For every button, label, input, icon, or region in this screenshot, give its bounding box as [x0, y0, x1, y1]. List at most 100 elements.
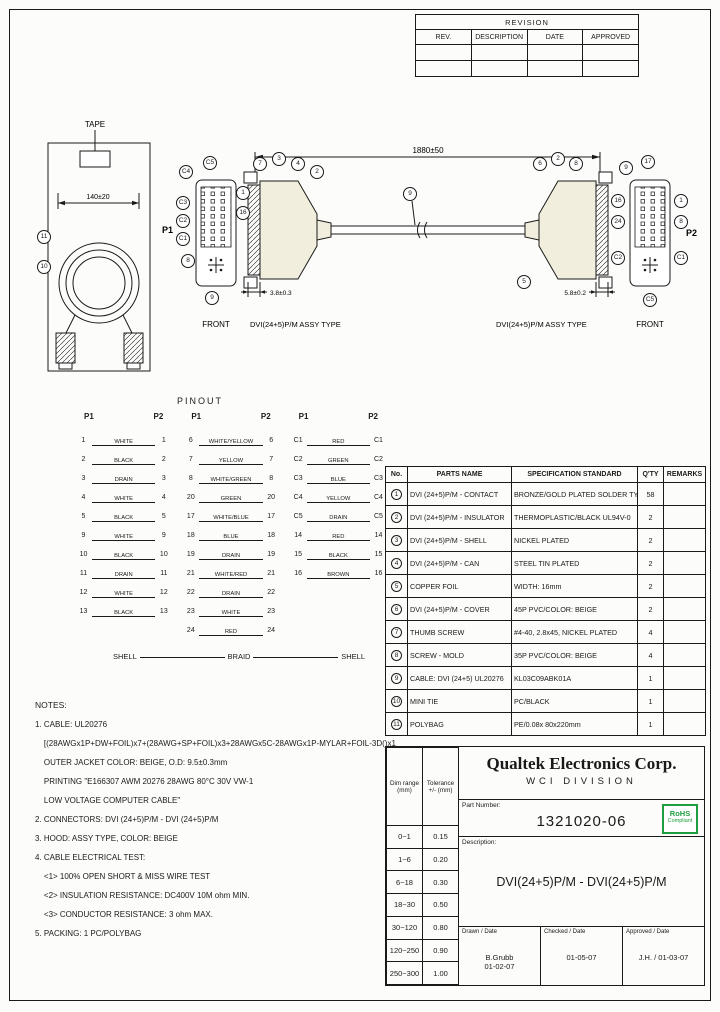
part-qty: 2	[637, 528, 664, 552]
pinout-group-2: P1 P2 6 WHITE/YELLOW 6 7 YELLOW	[182, 412, 279, 636]
tolerance-table: Dim range (mm) Tolerance +/- (mm) 0~1 0.…	[386, 747, 459, 985]
p2-pin: C1	[374, 437, 383, 444]
assy-type-label-left: DVI(24+5)P/M ASSY TYPE	[250, 320, 341, 329]
pinout-row: 6 WHITE/YELLOW 6	[182, 427, 279, 446]
title-block-right: Qualtek Electronics Corp. WCI DIVISION P…	[459, 747, 704, 985]
p1-pin: 10	[79, 551, 88, 558]
wire-color-label: RED	[224, 629, 238, 635]
pinout-row: 1 WHITE 1	[75, 427, 172, 446]
note-line: [(28AWGx1P+DW+FOIL)x7+(28AWG+SP+FOIL)x3+…	[35, 739, 396, 748]
p1-pin: 20	[186, 494, 195, 501]
notes-section: NOTES: 1. CABLE: UL20276 [(28AWGx1P+DW+F…	[35, 700, 396, 943]
part-remarks	[663, 482, 706, 506]
assy-type-label-right: DVI(24+5)P/M ASSY TYPE	[496, 320, 587, 329]
callout-17: 17	[641, 155, 655, 169]
wire-color-label: WHITE	[114, 534, 133, 540]
pinout-group-1: P1 P2 1 WHITE 1 2 BLACK	[75, 412, 172, 636]
tolerance-range: 30~120	[386, 915, 423, 940]
part-no-circle: 5	[391, 580, 402, 592]
wire-color-label: DRAIN	[114, 572, 133, 578]
part-no: 7	[385, 620, 408, 644]
tolerance-value: 0.30	[422, 870, 459, 895]
pinout-section: PINOUT P1 P2 1 WHITE 1	[75, 396, 387, 661]
callout-1: 1	[236, 186, 250, 200]
wire-color-label: WHITE	[114, 591, 133, 597]
callout-16: 16	[236, 206, 250, 220]
revision-header-date: DATE	[526, 29, 584, 45]
wire-line: BLACK	[92, 548, 156, 560]
drawn-date: 01-02-07	[484, 961, 515, 971]
p1-pin: 5	[81, 513, 86, 520]
shell-label-left: SHELL	[113, 652, 137, 661]
wire-color-label: YELLOW	[218, 458, 244, 464]
wire-color-label: WHITE	[114, 496, 133, 502]
part-no-circle: 11	[391, 718, 402, 730]
part-number-value: 1321020-06	[536, 812, 627, 830]
p2-pin: C3	[374, 475, 383, 482]
p1-column-label: P1	[191, 412, 202, 421]
company-name: Qualtek Electronics Corp.	[486, 754, 677, 773]
pinout-row: 22 DRAIN 22	[182, 579, 279, 598]
wire-color-label: RED	[332, 439, 345, 445]
wire-color-label: BROWN	[327, 572, 350, 578]
shell-label-right: SHELL	[341, 652, 366, 661]
wire-line: DRAIN	[92, 472, 156, 484]
part-name: THUMB SCREW	[407, 620, 512, 644]
part-remarks	[663, 528, 706, 552]
p2-pin: 15	[374, 551, 383, 558]
wire-line: YELLOW	[199, 453, 263, 465]
pinout-group-3-headers: P1 P2	[290, 412, 387, 427]
note-line: 1. CABLE: UL20276	[35, 720, 108, 729]
callout-4: 4	[291, 157, 305, 171]
wire-line: WHITE/BLUE	[199, 510, 263, 522]
part-no: 2	[385, 505, 408, 529]
p1-pin: 11	[79, 570, 88, 577]
p1-pin: 21	[186, 570, 195, 577]
pinout-row: C1 RED C1	[290, 427, 387, 446]
overall-length-dimension	[254, 152, 601, 176]
callout-8: 8	[569, 157, 583, 171]
company-banner: Qualtek Electronics Corp. WCI DIVISION	[459, 747, 704, 799]
part-qty: 1	[637, 689, 664, 713]
note-line: OUTER JACKET COLOR: BEIGE, O.D: 9.5±0.3m…	[35, 758, 228, 767]
pinout-row: 24 RED 24	[182, 617, 279, 636]
parts-header-row: No. PARTS NAME SPECIFICATION STANDARD Q'…	[385, 466, 706, 483]
pinout-row: C3 BLUE C3	[290, 465, 387, 484]
p1-pin: 16	[294, 570, 303, 577]
left-width-dim-text: 3.8±0.3	[270, 290, 292, 297]
note-line: <2> INSULATION RESISTANCE: DC400V 10M oh…	[35, 891, 250, 900]
part-qty: 2	[637, 551, 664, 575]
pinout-row: C2 GREEN C2	[290, 446, 387, 465]
rohs-badge: RoHS Compliant	[662, 803, 698, 834]
signature-row: Drawn / Date B.Grubb 01-02-07 Checked / …	[459, 925, 704, 985]
p1-pin: C5	[293, 513, 303, 520]
p1-pin: 13	[79, 608, 88, 615]
pinout-row: 14 RED 14	[290, 522, 387, 541]
part-name: DVI (24+5)P/M - INSULATOR	[407, 505, 512, 529]
p1-pin: 2	[81, 456, 86, 463]
coiled-cable	[58, 242, 140, 334]
parts-row: 3 DVI (24+5)P/M - SHELL NICKEL PLATED 2	[385, 528, 706, 552]
part-name: DVI (24+5)P/M - CONTACT	[407, 482, 512, 506]
wire-line: GREEN	[199, 491, 263, 503]
pinout-title: PINOUT	[176, 396, 223, 406]
parts-row: 6 DVI (24+5)P/M - COVER 45P PVC/COLOR: B…	[385, 597, 706, 621]
part-spec: #4-40, 2.8x45, NICKEL PLATED	[511, 620, 638, 644]
p1-pin: 17	[186, 513, 195, 520]
callout-9: 9	[619, 161, 633, 175]
wire-color-label: BLACK	[114, 553, 134, 559]
pinout-row: 23 WHITE 23	[182, 598, 279, 617]
p2-pin: 1	[161, 437, 166, 444]
callout-9: 9	[403, 187, 417, 201]
part-spec: PC/BLACK	[511, 689, 638, 713]
p2-pin: 22	[267, 589, 276, 596]
wire-line: DRAIN	[306, 510, 370, 522]
wire-color-label: WHITE/YELLOW	[208, 439, 254, 445]
parts-row: 9 CABLE: DVI (24+5) UL20276 KL03C09ABK01…	[385, 666, 706, 690]
part-spec: 45P PVC/COLOR: BEIGE	[511, 597, 638, 621]
part-no: 3	[385, 528, 408, 552]
wire-color-label: YELLOW	[326, 496, 351, 502]
pinout-row: 2 BLACK 2	[75, 446, 172, 465]
